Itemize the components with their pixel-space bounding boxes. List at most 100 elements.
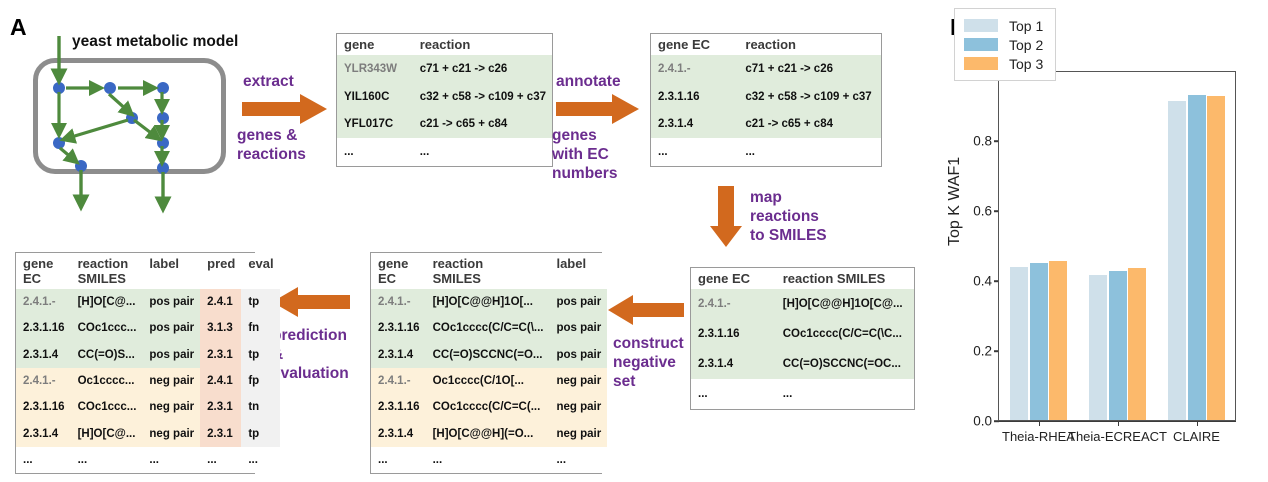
step-prediction-label: prediction & evaluation <box>272 327 349 382</box>
table-ec-smiles-grid: gene EC reaction SMILES 2.4.1.- [H]O[C@@… <box>691 268 914 409</box>
chart-y-tick-mark <box>994 210 999 212</box>
cell-reaction-smiles: [H]O[C@@H](=O... <box>432 427 534 440</box>
column-header-label: label <box>549 253 608 289</box>
cell-pred: 2.3.1 <box>200 420 242 447</box>
cell-gene-ec: 2.4.1.- <box>23 374 56 387</box>
cell-reaction: c71 + c21 -> c26 <box>745 62 833 75</box>
cell-reaction: c32 + c58 -> c109 + c37 <box>745 90 872 103</box>
table-row-ellipsis: ... ... <box>651 138 881 166</box>
table-row: 2.4.1.- [H]O[C@... pos pair 2.4.1 tp <box>16 289 280 316</box>
chart-bar <box>1128 267 1146 421</box>
legend-label: Top 1 <box>1009 17 1044 34</box>
cell-gene: YIL160C <box>344 90 390 103</box>
cell-eval: fn <box>241 315 280 342</box>
table-ec-reaction: gene EC reaction 2.4.1.- c71 + c21 -> c2… <box>650 33 882 167</box>
chart-y-tick-label: 0.8 <box>973 133 992 149</box>
cell-pred: 2.3.1 <box>200 341 242 368</box>
column-header-reaction: reaction <box>738 34 881 55</box>
cell-pred: 3.1.3 <box>200 315 242 342</box>
cell-label: pos pair <box>149 322 195 335</box>
table-row: 2.3.1.4 CC(=O)S... pos pair 2.3.1 tp <box>16 341 280 368</box>
chart-bar <box>1049 261 1067 421</box>
table-body: 2.4.1.- c71 + c21 -> c26 2.3.1.16 c32 + … <box>651 55 881 166</box>
cell-gene-ec: 2.4.1.- <box>698 298 731 310</box>
table-row: 2.3.1.4 [H]O[C@@H](=O... neg pair <box>371 420 608 447</box>
chart-bar <box>1207 96 1225 421</box>
cell-label: neg pair <box>556 401 602 414</box>
cell-gene-ec: 2.3.1.4 <box>378 427 414 440</box>
cell-label: neg pair <box>149 374 195 387</box>
table-row: 2.3.1.16 COc1cccc(C/C=C(... neg pair <box>371 394 608 421</box>
chart-x-tick-label: Theia-ECREACT <box>1068 429 1167 444</box>
chart-y-tick-label: 0.4 <box>973 273 992 289</box>
cell-reaction-smiles: [H]O[C@@H]1O[C@... <box>782 298 903 310</box>
table-row: 2.3.1.4 c21 -> c65 + c84 <box>651 110 881 139</box>
model-title: yeast metabolic model <box>72 33 239 50</box>
reaction-arrow-outflow <box>154 172 172 214</box>
cell-gene-ec: ... <box>378 453 388 466</box>
legend-swatch <box>964 38 998 51</box>
table-body: YLR343W c71 + c21 -> c26 YIL160C c32 + c… <box>337 55 552 166</box>
chart-y-tick-label: 0.0 <box>973 413 992 429</box>
step-extract-sublabel: genes & reactions <box>237 127 306 163</box>
cell-gene: YFL017C <box>344 118 394 131</box>
cell-eval: tp <box>241 341 280 368</box>
chart-y-tick-mark <box>994 350 999 352</box>
cell-eval: tp <box>241 289 280 316</box>
cell-eval: ... <box>248 453 258 466</box>
table-row: 2.4.1.- [H]O[C@@H]1O[... pos pair <box>371 289 608 316</box>
legend-swatch <box>964 19 998 32</box>
table-row: 2.3.1.4 CC(=O)SCCNC(=OC... <box>691 349 914 379</box>
cell-reaction-smiles: CC(=O)SCCNC(=O... <box>432 348 543 361</box>
column-header-gene-ec: gene EC <box>651 34 739 55</box>
table-gene-reaction: gene reaction YLR343W c71 + c21 -> c26 Y… <box>336 33 553 167</box>
table-header-row: gene EC reaction <box>651 34 881 55</box>
table-body: 2.4.1.- [H]O[C@@H]1O[C@... 2.3.1.16 COc1… <box>691 289 914 409</box>
table-row: 2.3.1.16 COc1cccc(C/C=C(\C... <box>691 319 914 349</box>
table-labeled-pairs: gene EC reaction SMILES label 2.4.1.- [H… <box>370 252 608 474</box>
chart-y-tick-label: 0.2 <box>973 343 992 359</box>
table-header-row: gene EC reaction SMILES label <box>371 253 608 289</box>
cell-pred: ... <box>207 453 217 466</box>
cell-eval: fp <box>241 367 280 395</box>
chart-panel-b: B Top K WAF1 0.00.20.40.60.81.0Theia-RHE… <box>940 0 1268 482</box>
column-header-reaction: reaction <box>412 34 552 55</box>
chart-bar <box>1187 94 1206 421</box>
column-header-gene-ec: gene EC <box>371 253 426 289</box>
chart-bar <box>1010 267 1028 421</box>
cell-gene-ec: 2.4.1.- <box>658 62 691 75</box>
column-header-label: label <box>142 253 201 289</box>
column-header-gene-ec: gene EC <box>691 268 776 289</box>
cell-gene-ec: 2.3.1.16 <box>378 322 420 335</box>
cell-label: pos pair <box>149 296 195 309</box>
chart-y-tick-label: 0.6 <box>973 203 992 219</box>
chart-bar <box>1029 262 1048 421</box>
reaction-arrow <box>132 118 166 146</box>
cell-gene-ec: 2.3.1.16 <box>378 401 420 414</box>
cell-gene-ec: 2.4.1.- <box>23 296 56 309</box>
table-row: 2.3.1.16 COc1cccc(C/C=C(\... pos pair <box>371 315 608 342</box>
arrow-extract-icon <box>242 94 328 124</box>
cell-reaction-smiles: COc1ccc... <box>77 401 137 414</box>
reaction-arrow <box>58 146 84 169</box>
cell-reaction-smiles: [H]O[C@... <box>77 427 136 440</box>
table-evaluation-grid: gene EC reaction SMILES label pred eval … <box>16 253 280 473</box>
cell-label: pos pair <box>556 296 602 309</box>
table-row: 2.3.1.16 c32 + c58 -> c109 + c37 <box>651 82 881 111</box>
column-header-gene-ec: gene EC <box>16 253 71 289</box>
column-header-reaction-smiles: reaction SMILES <box>775 268 914 289</box>
cell-gene-ec: 2.3.1.4 <box>23 348 59 361</box>
cell-label: ... <box>149 453 159 466</box>
arrow-construct-icon <box>608 295 684 325</box>
column-header-pred: pred <box>200 253 242 289</box>
legend-item: Top 2 <box>964 35 1043 54</box>
table-header-row: gene EC reaction SMILES <box>691 268 914 289</box>
cell-reaction: ... <box>419 146 430 159</box>
table-row: 2.3.1.16 COc1ccc... pos pair 3.1.3 fn <box>16 315 280 342</box>
legend-swatch <box>964 57 998 70</box>
cell-gene: YLR343W <box>344 62 398 75</box>
table-row: YIL160C c32 + c58 -> c109 + c37 <box>337 82 552 111</box>
table-row: 2.4.1.- Oc1cccc(C/1O[... neg pair <box>371 367 608 395</box>
arrow-map-icon <box>710 186 742 248</box>
